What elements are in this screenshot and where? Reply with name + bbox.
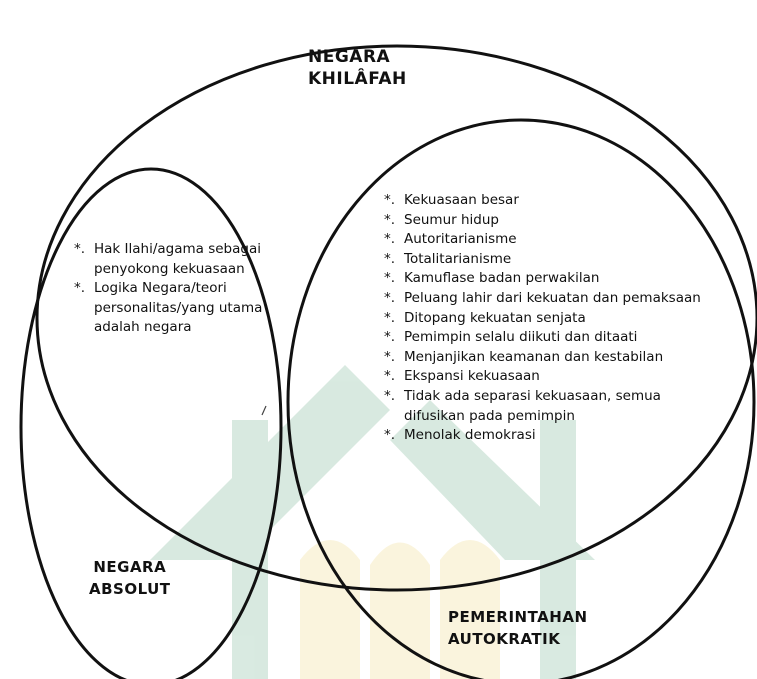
watermark-logo	[150, 365, 595, 679]
list-item-text: Kamuflase badan perwakilan	[404, 270, 600, 287]
absolut-list: Hak Ilahi/agama sebagai penyokong kekuas…	[74, 240, 294, 338]
list-item: Hak Ilahi/agama sebagai penyokong kekuas…	[74, 240, 294, 279]
absolut-label: NEGARA ABSOLUT	[89, 558, 171, 598]
watermark-left-pillar	[232, 420, 268, 679]
watermark-gate-center	[370, 542, 430, 679]
list-item: Ekspansi kekuasaan	[384, 367, 724, 387]
list-item-text: Peluang lahir dari kekuatan dan pemaksaa…	[404, 289, 701, 306]
watermark-gate-right	[440, 540, 500, 679]
list-item: Totalitarianisme	[384, 250, 724, 270]
list-item: Peluang lahir dari kekuatan dan pemaksaa…	[384, 289, 724, 309]
list-item-text: Autoritarianisme	[404, 231, 517, 248]
list-item-text: Hak Ilahi/agama sebagai penyokong kekuas…	[94, 241, 261, 277]
list-item: Seumur hidup	[384, 211, 724, 231]
watermark-right-pillar	[540, 420, 576, 679]
list-item: Menjanjikan keamanan dan kestabilan	[384, 348, 724, 368]
list-item-text: Ekspansi kekuasaan	[404, 368, 540, 385]
list-item-text: Pemimpin selalu diikuti dan ditaati	[404, 329, 638, 346]
stray-mark	[261, 405, 267, 416]
list-item-text: Tidak ada separasi kekuasaan, semua difu…	[404, 387, 661, 424]
list-item: Kekuasaan besar	[384, 191, 724, 211]
list-item: Kamuflase badan perwakilan	[384, 269, 724, 289]
list-item-text: Logika Negara/teori personalitas/yang ut…	[94, 280, 263, 336]
khilafah-label: NEGARA KHILÂFAH	[308, 47, 407, 89]
list-item: Pemimpin selalu diikuti dan ditaati	[384, 328, 724, 348]
absolut-circle	[19, 167, 283, 679]
list-item: Logika Negara/teori personalitas/yang ut…	[74, 279, 294, 338]
autokratik-label: PEMERINTAHAN AUTOKRATIK	[448, 608, 588, 648]
list-item: Autoritarianisme	[384, 230, 724, 250]
list-item-text: Ditopang kekuatan senjata	[404, 309, 586, 326]
list-item-text: Kekuasaan besar	[404, 192, 519, 208]
list-item: Menolak demokrasi	[384, 426, 724, 446]
list-item-text: Totalitarianisme	[404, 250, 512, 267]
list-item-text: Menjanjikan keamanan dan kestabilan	[404, 348, 664, 365]
list-item-text: Menolak demokrasi	[404, 427, 536, 444]
list-item-text: Seumur hidup	[404, 211, 499, 228]
watermark-gate-left	[300, 540, 360, 679]
watermark-left-roof	[150, 365, 390, 560]
list-item: Ditopang kekuatan senjata	[384, 309, 724, 329]
list-item: Tidak ada separasi kekuasaan, semua difu…	[384, 387, 724, 426]
autokratik-circle	[286, 118, 756, 679]
khilafah-circle	[35, 44, 757, 592]
autokratik-list: Kekuasaan besar Seumur hidup Autoritaria…	[384, 191, 724, 446]
